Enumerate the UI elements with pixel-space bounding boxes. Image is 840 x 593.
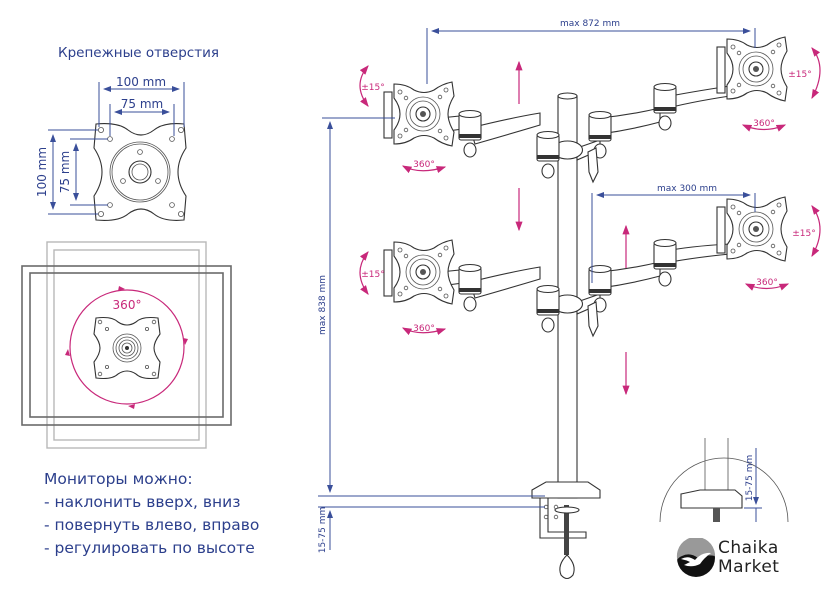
swivel-label-upper-right: 360° [753,119,775,129]
features-heading: Мониторы можно: [44,470,193,488]
feature-item: - наклонить вверх, вниз [44,493,241,511]
lower-arm-assembly [383,196,788,338]
detail-desk-thickness-label: 15-75 mm [745,455,755,502]
vesa-75mm-vertical: 75 mm [58,151,72,193]
clamp-detail-view [659,438,789,523]
vesa-dimension-lines [48,82,185,215]
max-width-label: max 872 mm [560,19,620,29]
rotation-panel [21,241,232,449]
vesa-100mm-vertical: 100 mm [35,147,49,197]
rotation-label: 360° [113,298,142,312]
max-height-label: max 838 mm [318,275,328,335]
vesa-75mm-horizontal: 75 mm [121,97,163,111]
main-dimension-lines [318,28,756,550]
mounting-holes-title: Крепежные отверстия [58,45,219,61]
seagull-icon [676,538,715,577]
vesa-100mm-horizontal: 100 mm [116,75,166,89]
upper-arm-assembly [383,36,788,184]
chaika-market-logo: Chaika Market [676,536,806,586]
swivel-label-lower-right: 360° [756,278,778,288]
tilt-label-upper-left: ±15° [361,83,385,93]
logo-line-1: Chaika [718,538,779,558]
logo-text: Chaika Market [718,539,779,577]
feature-item: - регулировать по высоте [44,539,255,557]
vesa-plate-drawing [93,123,187,221]
max-arm-label: max 300 mm [657,184,717,194]
logo-line-2: Market [718,557,780,577]
motion-arrows [359,47,821,396]
tilt-label-lower-right: ±15° [792,229,816,239]
tilt-label-lower-left: ±15° [361,270,385,280]
desk-clamp [531,481,601,580]
swivel-label-lower-left: 360° [413,324,435,334]
swivel-label-upper-left: 360° [413,160,435,170]
tilt-label-upper-right: ±15° [788,70,812,80]
desk-thickness-label: 15-75 mm [318,507,328,554]
features-note: Мониторы можно: - наклонить вверх, вниз … [44,468,259,560]
feature-item: - повернуть влево, вправо [44,516,260,534]
